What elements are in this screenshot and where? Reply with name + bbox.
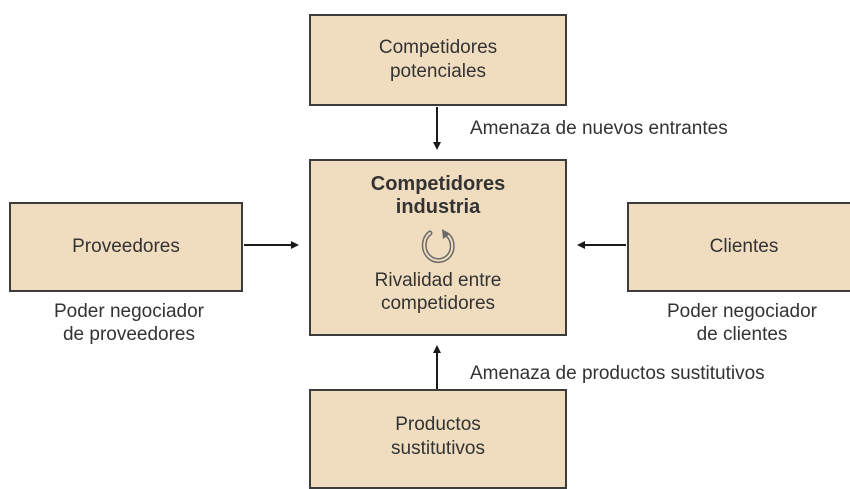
caption-poder-negociador-clientes: Poder negociador de clientes [624, 300, 850, 346]
center-sub-line2: competidores [380, 293, 496, 314]
caption-left-line1: Poder negociador [54, 301, 204, 322]
center-sub-line1: Rivalidad entre [374, 270, 502, 291]
box-proveedores: Proveedores [9, 202, 243, 292]
caption-right-line1: Poder negociador [667, 301, 817, 322]
box-competidores-industria: Competidores industria Rivalidad entre c… [309, 159, 567, 336]
center-title-line1: Competidores [370, 173, 506, 195]
caption-amenaza-nuevos-entrantes: Amenaza de nuevos entrantes [470, 118, 728, 139]
cycle-arrow-icon [421, 229, 455, 264]
caption-left-line2: de proveedores [62, 324, 196, 345]
caption-poder-negociador-proveedores: Poder negociador de proveedores [14, 300, 244, 346]
center-title-line2: industria [395, 196, 481, 218]
box-competidores-potenciales: Competidores potenciales [309, 14, 567, 106]
box-right-label: Clientes [709, 236, 779, 257]
caption-amenaza-productos-sustitutivos: Amenaza de productos sustitutivos [470, 363, 765, 384]
box-top-line1: Competidores [378, 37, 498, 58]
box-bottom-line1: Productos [395, 414, 481, 435]
box-clientes: Clientes [627, 202, 850, 292]
box-top-line2: potenciales [389, 61, 487, 82]
caption-right-line2: de clientes [696, 324, 788, 345]
box-left-label: Proveedores [72, 236, 180, 257]
box-productos-sustitutivos: Productos sustitutivos [309, 389, 567, 489]
box-bottom-line2: sustitutivos [391, 438, 485, 459]
